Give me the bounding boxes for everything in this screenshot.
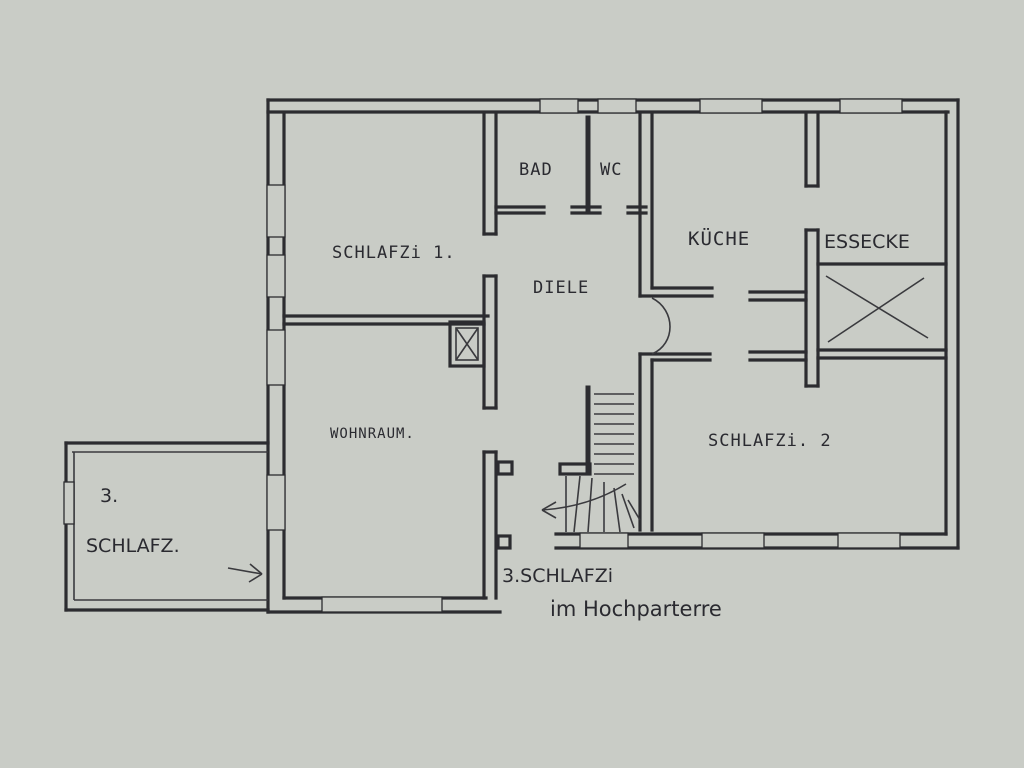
annotation-line-2: im Hochparterre [550,597,722,621]
room-label-bad: BAD [519,160,553,180]
room-label-3-schlafzimmer: SCHLAFZ. [86,535,180,557]
room-label-3-number: 3. [100,485,118,507]
annex-arrow [227,563,263,583]
windows [266,98,903,613]
room-label-wohnraum: WOHNRAUM. [330,426,415,442]
chimney-shaft [448,320,486,368]
annotation-line-1: 3.SCHLAFZi [502,565,613,587]
interior-walls [282,112,948,600]
staircase [541,385,641,533]
room-label-schlafzimmer-2: SCHLAFZi. 2 [708,431,832,451]
room-label-schlafzimmer-1: SCHLAFZi 1. [332,243,456,263]
void-cross [825,275,929,343]
room-label-wc: WC [600,160,622,180]
room-label-kueche: KÜCHE [688,227,750,250]
door-swing [651,297,671,355]
room-label-essecke: ESSECKE [824,231,910,253]
room-label-diele: DIELE [533,278,589,298]
annex-walls [63,441,270,612]
